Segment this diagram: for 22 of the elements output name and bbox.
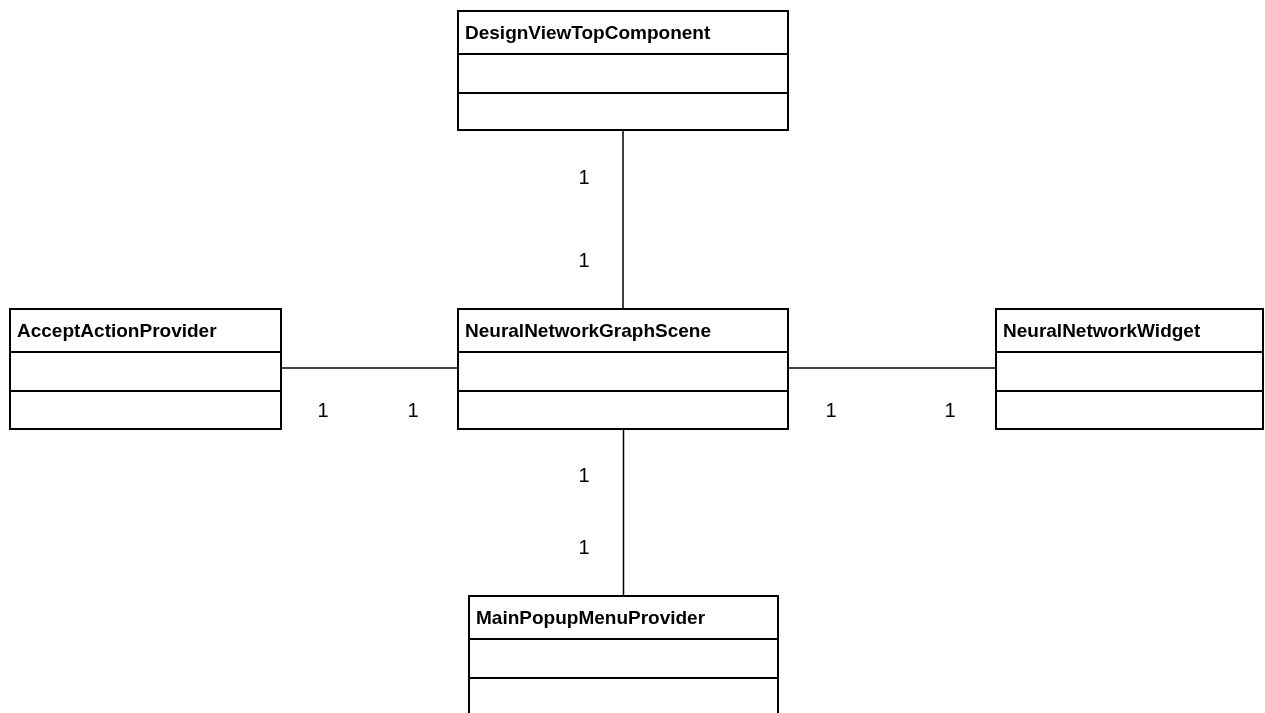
class-name: NeuralNetworkGraphScene xyxy=(465,319,712,342)
multiplicity-label: 1 xyxy=(825,398,837,422)
association-line xyxy=(788,367,996,369)
association-line xyxy=(622,429,625,596)
class-box xyxy=(9,308,282,430)
multiplicity-label: 1 xyxy=(578,248,590,272)
class-box xyxy=(457,10,789,131)
class-name: DesignViewTopComponent xyxy=(465,21,711,44)
multiplicity-label: 1 xyxy=(317,398,329,422)
class-box xyxy=(457,308,789,430)
multiplicity-label: 1 xyxy=(944,398,956,422)
class-box xyxy=(468,595,779,713)
class-name: MainPopupMenuProvider xyxy=(476,606,706,629)
multiplicity-label: 1 xyxy=(578,463,590,487)
multiplicity-label: 1 xyxy=(407,398,419,422)
class-box xyxy=(995,308,1264,430)
class-name: AcceptActionProvider xyxy=(17,319,217,342)
multiplicity-label: 1 xyxy=(578,535,590,559)
association-line xyxy=(281,367,458,369)
class-name: NeuralNetworkWidget xyxy=(1003,319,1201,342)
association-line xyxy=(622,130,624,309)
multiplicity-label: 1 xyxy=(578,165,590,189)
